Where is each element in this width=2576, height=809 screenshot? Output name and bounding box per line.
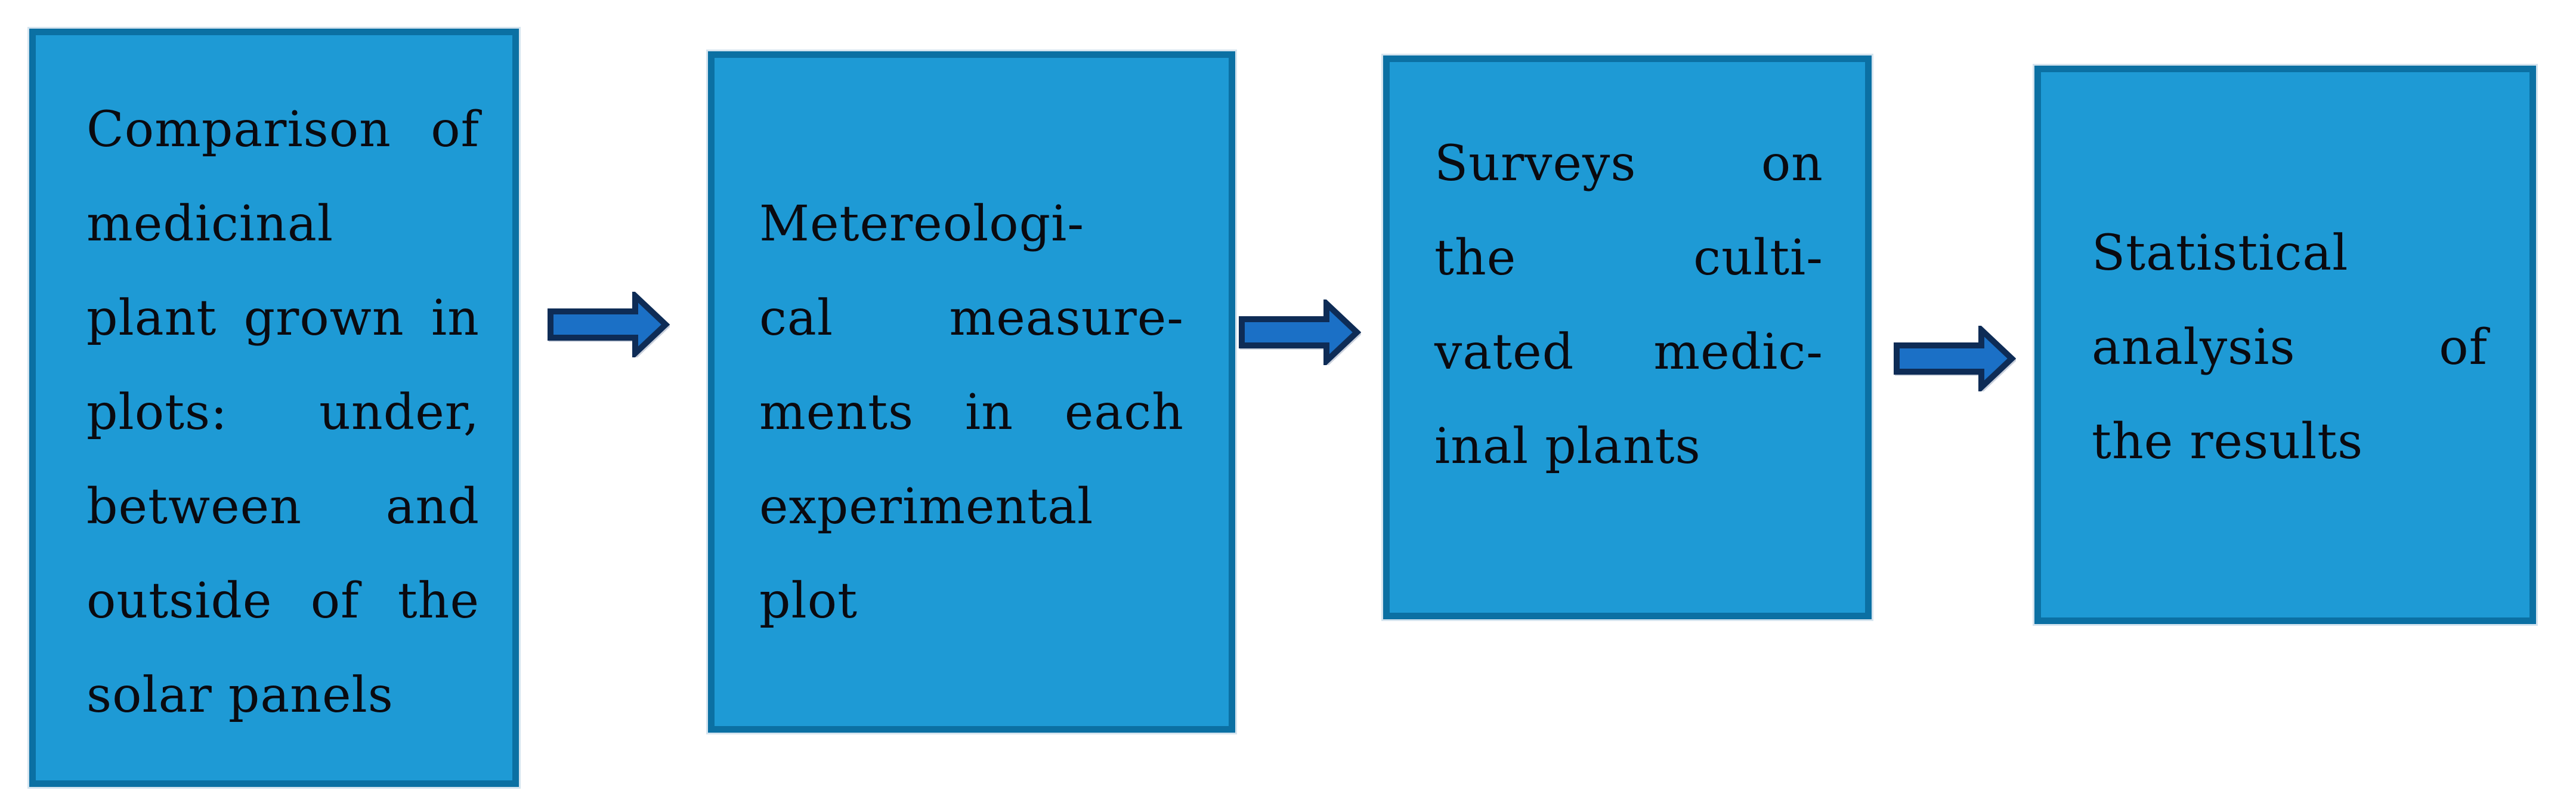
arrow-right-icon [1894,326,2016,391]
text-line: medicinal [86,196,334,252]
text-line: the results [2092,413,2364,470]
text-line: plot [759,573,858,629]
arrow-right-icon [548,292,670,357]
text-line: plots:under, [86,384,480,441]
text-line: Statistical [2092,225,2349,282]
text-line: solar panels [86,667,394,724]
text-line: inal plants [1434,418,1701,475]
arrow-right-icon [1239,299,1361,365]
text-line: experimental [759,478,1094,535]
text-line: Metereologi- [759,196,1085,252]
